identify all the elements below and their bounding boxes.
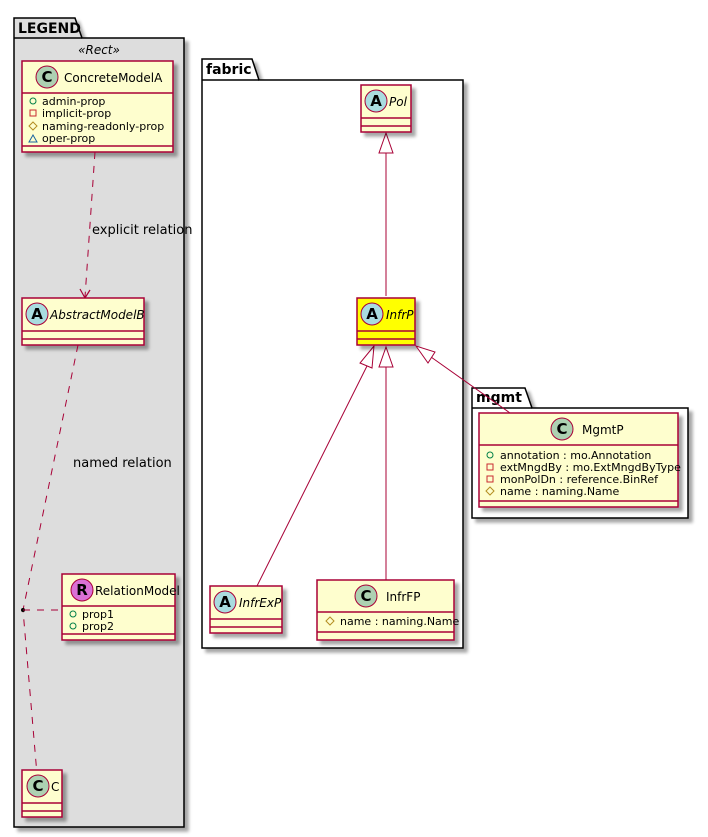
class-infrfp[interactable]: C InfrFP name : naming.Name — [316, 579, 460, 641]
attribute: admin-prop — [42, 95, 105, 108]
package-visibility-icon — [28, 133, 38, 143]
attr-list: admin-prop implicit-prop naming-readonly… — [28, 95, 164, 145]
class-name: Pol — [389, 95, 408, 109]
spot-letter: C — [41, 68, 52, 86]
abstract-spot-icon — [360, 302, 384, 326]
private-visibility-icon — [486, 475, 494, 483]
attribute: annotation : mo.Annotation — [500, 449, 651, 462]
class-c[interactable]: C C — [21, 769, 63, 818]
relation-spot-icon — [70, 578, 94, 602]
public-visibility-icon — [486, 451, 494, 459]
class-name: RelationModel — [95, 584, 180, 598]
class-name: ConcreteModelA — [64, 71, 163, 85]
spot-letter: A — [370, 92, 382, 110]
abstract-spot-icon — [364, 89, 388, 113]
protected-visibility-icon — [485, 486, 495, 496]
class-name: InfrExP — [239, 596, 282, 610]
private-visibility-icon — [29, 109, 37, 117]
legend-stereotype: «Rect» — [78, 43, 120, 57]
spot-letter: A — [31, 305, 43, 323]
class-spot-icon — [26, 774, 50, 798]
protected-visibility-icon — [325, 616, 335, 626]
spot-letter: R — [76, 581, 88, 599]
edge-generalization-infrexp-infrp — [256, 344, 375, 587]
public-visibility-icon — [69, 610, 77, 618]
spot-letter: C — [32, 777, 43, 795]
edge-label: named relation — [73, 456, 172, 471]
class-spot-icon — [35, 65, 59, 89]
abstract-spot-icon — [25, 302, 49, 326]
spot-letter: C — [556, 420, 567, 438]
edge-generalization-mgmtp-infrp — [414, 345, 511, 414]
class-name: InfrP — [386, 308, 414, 322]
attribute: name : naming.Name — [340, 615, 460, 628]
package-fabric-title: fabric — [206, 62, 252, 78]
class-name: AbstractModelB — [49, 308, 145, 322]
class-mgmtp[interactable]: C MgmtP annotation : mo.Annotation extMn… — [478, 412, 681, 508]
edge-generalization-infrp-pol — [378, 131, 394, 296]
package-mgmt-title: mgmt — [476, 390, 522, 406]
protected-visibility-icon — [28, 121, 38, 131]
class-name: C — [51, 780, 59, 794]
abstract-spot-icon — [213, 590, 237, 614]
spot-letter: A — [366, 305, 378, 323]
attribute: prop2 — [82, 620, 114, 633]
public-visibility-icon — [69, 622, 77, 630]
attribute: naming-readonly-prop — [42, 120, 164, 133]
attribute: extMngdBy : mo.ExtMngdByType — [500, 461, 681, 474]
private-visibility-icon — [486, 463, 494, 471]
class-pol[interactable]: A Pol — [360, 84, 412, 133]
class-abstract-model-b[interactable]: A AbstractModelB — [21, 297, 145, 346]
spot-letter: A — [219, 593, 231, 611]
class-name: InfrFP — [386, 590, 420, 604]
class-spot-icon — [354, 584, 378, 608]
class-name: MgmtP — [582, 423, 624, 437]
attribute: name : naming.Name — [500, 485, 620, 498]
package-fabric: fabric — [201, 58, 464, 649]
edge-label: explicit relation — [92, 223, 192, 238]
class-infrp[interactable]: A InfrP — [356, 297, 416, 346]
package-legend-title: LEGEND — [18, 21, 81, 37]
attribute: oper-prop — [42, 132, 95, 145]
class-infrexp[interactable]: A InfrExP — [209, 585, 283, 634]
attribute: monPolDn : reference.BinRef — [500, 473, 659, 486]
attribute: prop1 — [82, 608, 114, 621]
class-concrete-model-a[interactable]: C ConcreteModelA admin-prop implicit-pro… — [21, 60, 174, 153]
public-visibility-icon — [29, 97, 37, 105]
attribute: implicit-prop — [42, 107, 111, 120]
class-relation-model[interactable]: R RelationModel prop1 prop2 — [61, 573, 180, 641]
edge-generalization-infrfp-infrp — [378, 345, 394, 580]
class-spot-icon — [550, 417, 574, 441]
spot-letter: C — [360, 587, 371, 605]
